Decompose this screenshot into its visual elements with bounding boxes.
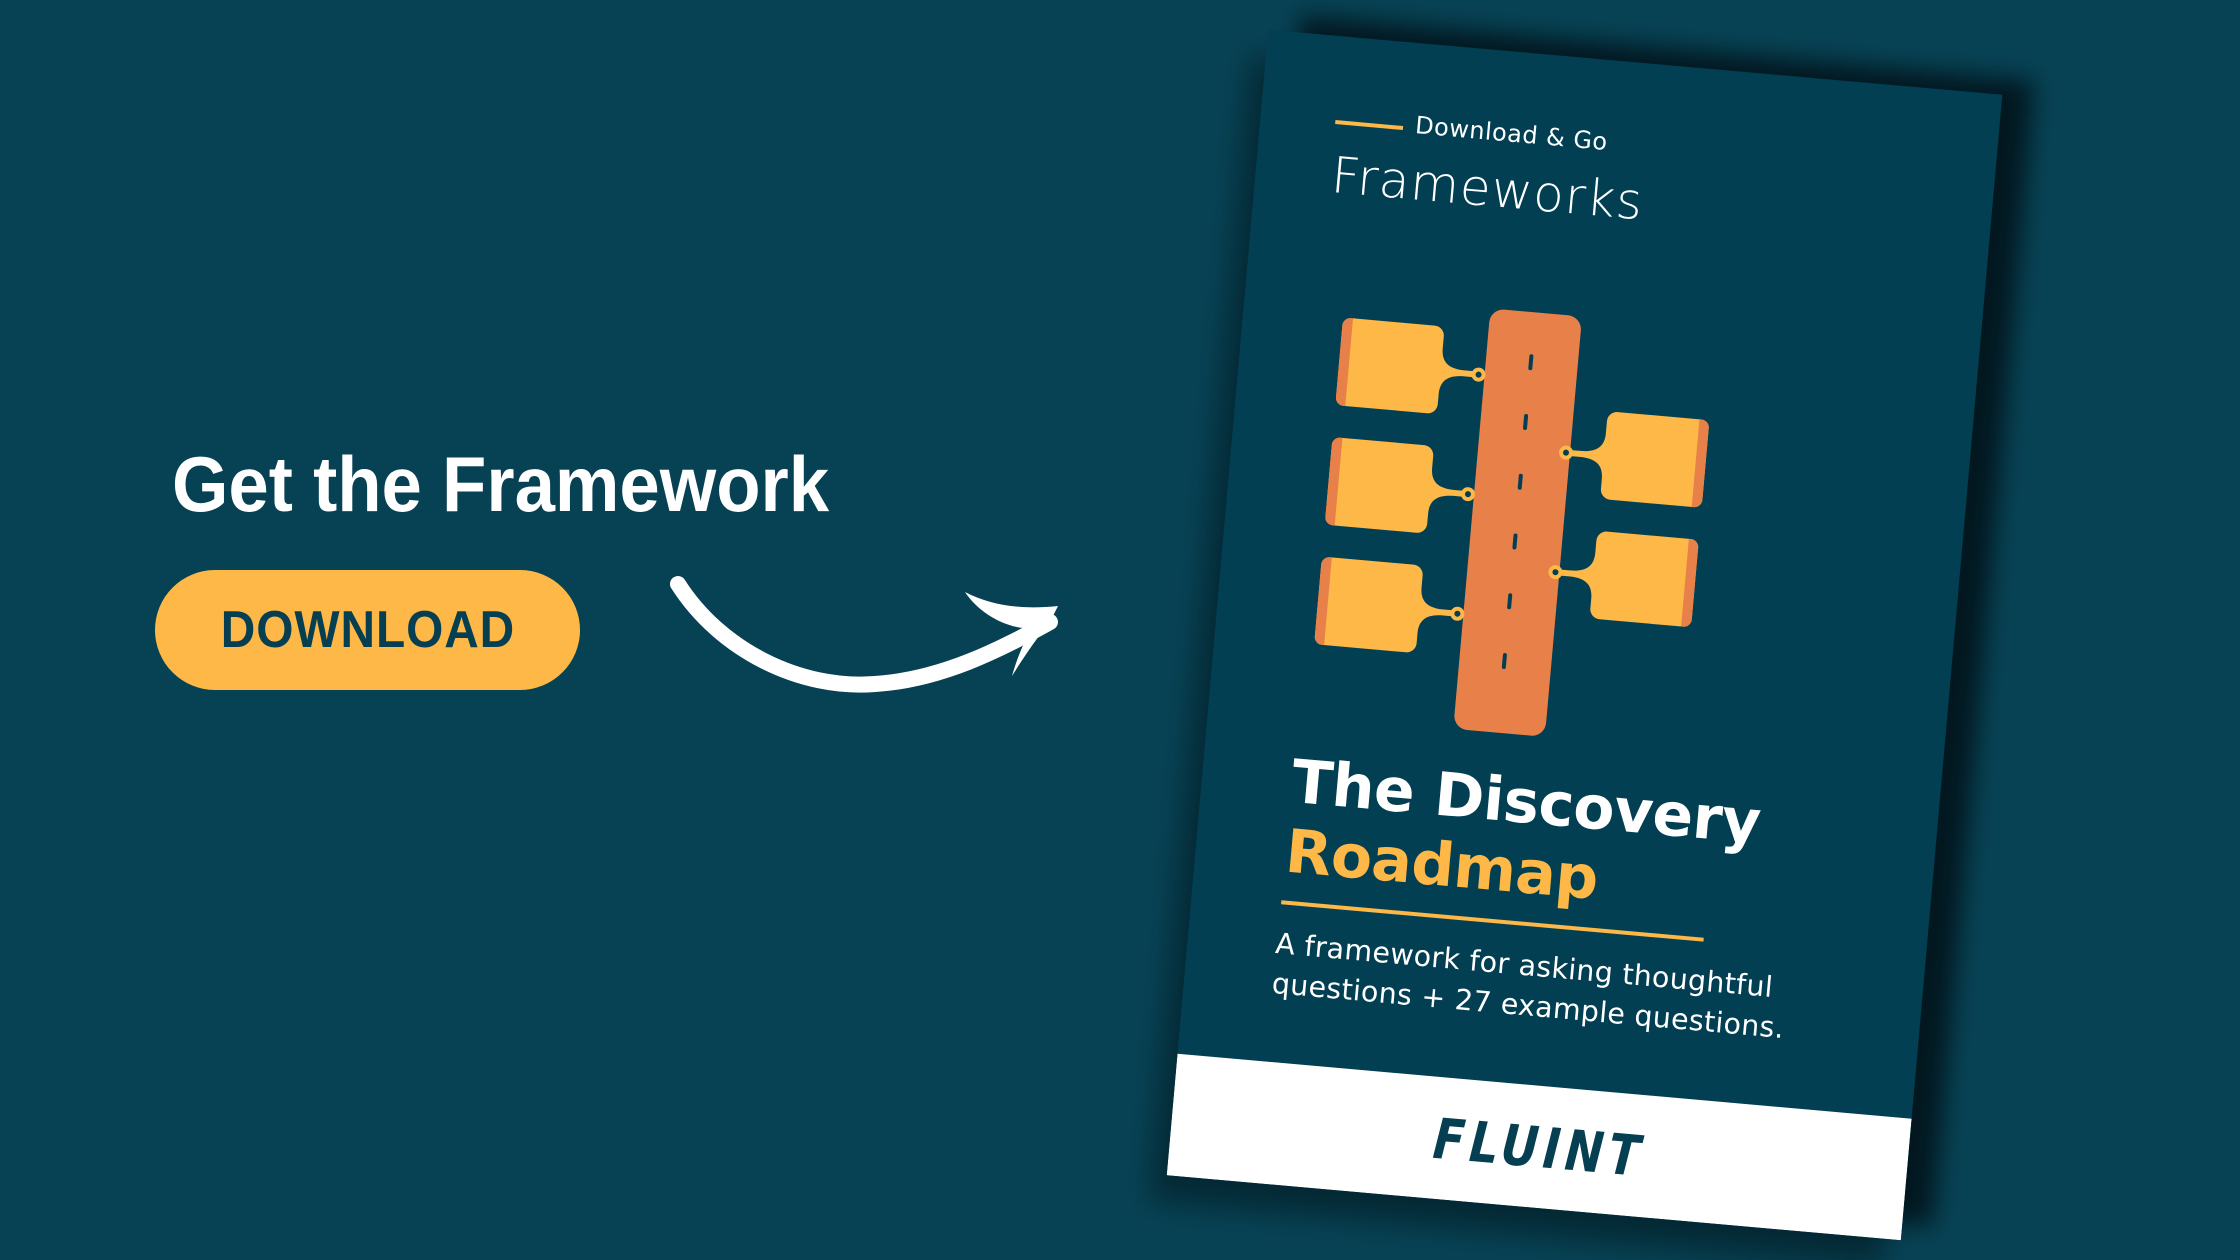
download-button[interactable]: DOWNLOAD bbox=[155, 570, 580, 690]
series-kicker: Download & Go bbox=[1413, 111, 1609, 157]
series-title: Frameworks bbox=[1328, 146, 1646, 232]
download-button-label: DOWNLOAD bbox=[220, 601, 515, 659]
series-accent-rule bbox=[1334, 120, 1403, 131]
roadmap-illustration-icon bbox=[1313, 309, 1709, 736]
headline: Get the Framework bbox=[172, 440, 830, 528]
ebook-cover[interactable]: Download & Go Frameworks bbox=[1166, 29, 2002, 1241]
book-subtitle: A framework for asking thoughtful questi… bbox=[1270, 927, 1785, 1046]
curved-arrow-right-icon bbox=[670, 576, 1058, 693]
